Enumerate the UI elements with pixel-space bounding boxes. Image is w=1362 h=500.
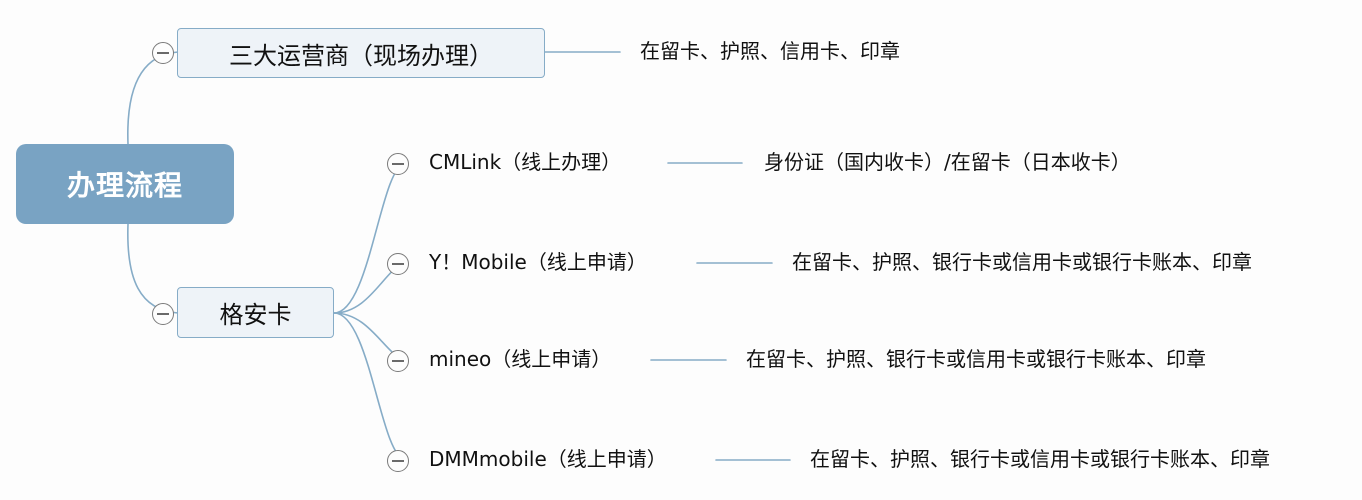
- subtopic-cmlink[interactable]: CMLink（线上办理）: [429, 150, 622, 174]
- connector-root-mvno: [127, 223, 179, 314]
- ymobile-documents: 在留卡、护照、银行卡或信用卡或银行卡账本、印章: [792, 250, 1252, 274]
- dmm-documents: 在留卡、护照、银行卡或信用卡或银行卡账本、印章: [810, 447, 1270, 471]
- collapse-mvno-icon[interactable]: [152, 303, 174, 325]
- cmlink-documents: 身份证（国内收卡）/在留卡（日本收卡）: [764, 150, 1131, 174]
- subtopic-mineo[interactable]: mineo（线上申请）: [429, 347, 612, 371]
- collapse-cmlink-icon[interactable]: [387, 153, 409, 175]
- carriers-documents: 在留卡、护照、信用卡、印章: [640, 39, 900, 63]
- branch-mvno[interactable]: 格安卡: [177, 287, 334, 338]
- mineo-documents: 在留卡、护照、银行卡或信用卡或银行卡账本、印章: [746, 347, 1206, 371]
- subtopic-ymobile[interactable]: Y！Mobile（线上申请）: [429, 250, 647, 274]
- branch-carriers[interactable]: 三大运营商（现场办理）: [177, 28, 545, 78]
- collapse-dmm-icon[interactable]: [387, 450, 409, 472]
- connector-root-carriers: [127, 51, 179, 145]
- collapse-ymobile-icon[interactable]: [387, 253, 409, 275]
- subtopic-dmm[interactable]: DMMmobile（线上申请）: [429, 447, 667, 471]
- connector-mvno-dmm: [333, 312, 406, 461]
- root-topic[interactable]: 办理流程: [16, 144, 234, 224]
- collapse-mineo-icon[interactable]: [387, 350, 409, 372]
- connector-mvno-cmlink: [333, 162, 406, 314]
- collapse-carriers-icon[interactable]: [152, 42, 174, 64]
